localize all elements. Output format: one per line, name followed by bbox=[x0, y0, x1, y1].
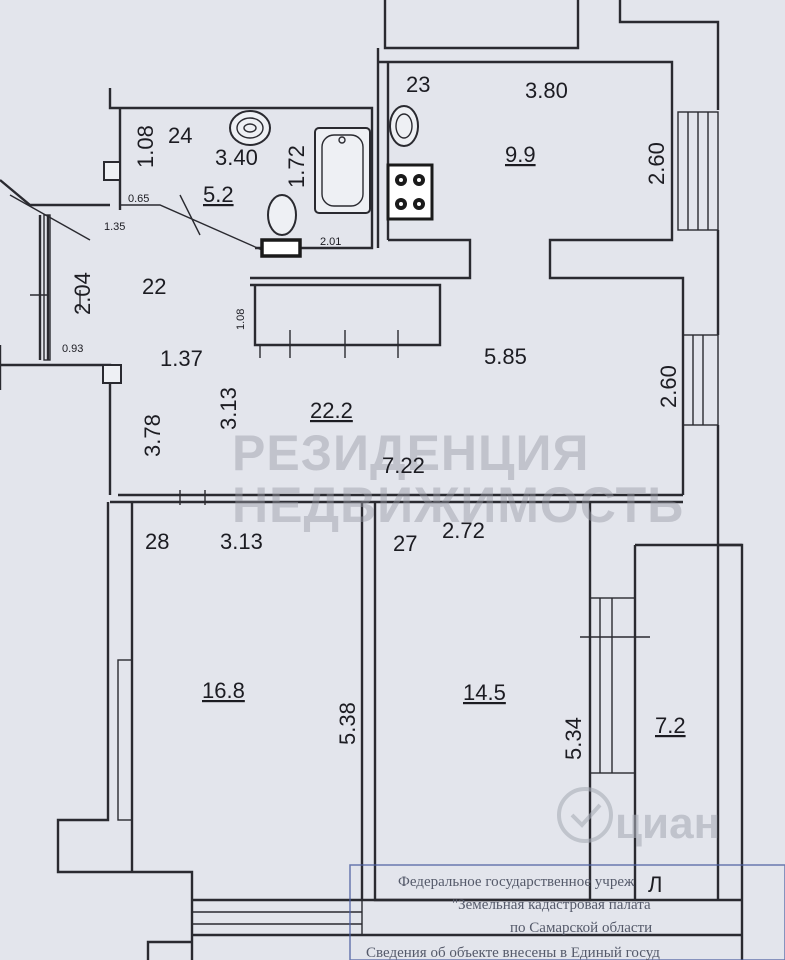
dimension-label: 2.04 bbox=[70, 272, 95, 315]
logo-text: циан bbox=[615, 799, 720, 848]
dimension-label: 3.40 bbox=[215, 145, 258, 170]
dimension-label: 0.93 bbox=[62, 343, 83, 355]
dimension-label: 3.78 bbox=[140, 414, 165, 457]
dimension-label: 5.38 bbox=[335, 702, 360, 745]
room-22: 22 2.04 0.93 1.08 1.37 3.78 3.13 5.85 2.… bbox=[62, 272, 681, 478]
dimension-label: 2.60 bbox=[644, 142, 669, 185]
dimension-label: 0.65 bbox=[128, 193, 149, 205]
dimension-label: 3.13 bbox=[220, 529, 263, 554]
room-number: 28 bbox=[145, 529, 169, 554]
room-number: 24 bbox=[168, 123, 192, 148]
room-27: 27 2.72 14.5 5.34 bbox=[393, 518, 586, 760]
balcony: 7.2 bbox=[655, 713, 686, 738]
room-area: 22.2 bbox=[310, 398, 353, 423]
ticks bbox=[9, 194, 399, 505]
dimension-label: 2.01 bbox=[320, 236, 341, 248]
dimension-label: 7.22 bbox=[382, 453, 425, 478]
room-area: 16.8 bbox=[202, 678, 245, 703]
dimension-label: 2.60 bbox=[656, 365, 681, 408]
room-area: 7.2 bbox=[655, 713, 686, 738]
dimension-label: 1.35 bbox=[104, 221, 125, 233]
room-number: 23 bbox=[406, 72, 430, 97]
dimension-label: 5.85 bbox=[484, 344, 527, 369]
fixtures bbox=[229, 105, 434, 258]
stamp-line2: "Земельная кадастровая палата bbox=[452, 897, 651, 913]
registry-stamp: Л Федеральное государственное учреж "Зем… bbox=[349, 864, 785, 960]
columns bbox=[102, 161, 122, 384]
stamp-line1: Федеральное государственное учреж bbox=[398, 874, 635, 890]
room-area: 5.2 bbox=[203, 182, 234, 207]
dimension-label: 5.34 bbox=[561, 717, 586, 760]
room-area: 9.9 bbox=[505, 142, 536, 167]
stamp-line4: Сведения об объекте внесены в Единый гос… bbox=[366, 945, 660, 960]
dimension-label: 1.08 bbox=[235, 309, 247, 330]
room-23: 23 3.80 9.9 2.60 bbox=[406, 72, 669, 185]
watermark-line2: НЕДВИЖИМОСТЬ bbox=[232, 477, 684, 533]
windows bbox=[43, 111, 719, 936]
dimension-label: 2.72 bbox=[442, 518, 485, 543]
sink-icon bbox=[229, 110, 271, 146]
bathtub-icon bbox=[314, 127, 371, 214]
room-number: 27 bbox=[393, 531, 417, 556]
dimension-label: 1.37 bbox=[160, 346, 203, 371]
room-24: 24 1.08 3.40 1.72 5.2 0.65 1.35 2.01 bbox=[104, 123, 341, 248]
kitchen-sink-icon bbox=[389, 105, 419, 147]
dimension-label: 3.80 bbox=[525, 78, 568, 103]
toilet-icon bbox=[260, 194, 302, 258]
dimension-label: 3.13 bbox=[216, 387, 241, 430]
dimension-label: 1.72 bbox=[284, 145, 309, 188]
cian-logo: циан bbox=[557, 787, 720, 848]
watermark-line1: РЕЗИДЕНЦИЯ bbox=[232, 425, 589, 481]
balcony-mark: Л bbox=[648, 872, 662, 897]
stove-icon bbox=[386, 163, 434, 221]
room-28: 28 3.13 16.8 5.38 bbox=[145, 529, 360, 745]
room-area: 14.5 bbox=[463, 680, 506, 705]
room-number: 22 bbox=[142, 274, 166, 299]
dimension-label: 1.08 bbox=[133, 125, 158, 168]
watermark: РЕЗИДЕНЦИЯ НЕДВИЖИМОСТЬ bbox=[232, 425, 684, 533]
stamp-line3: по Самарской области bbox=[510, 920, 652, 936]
